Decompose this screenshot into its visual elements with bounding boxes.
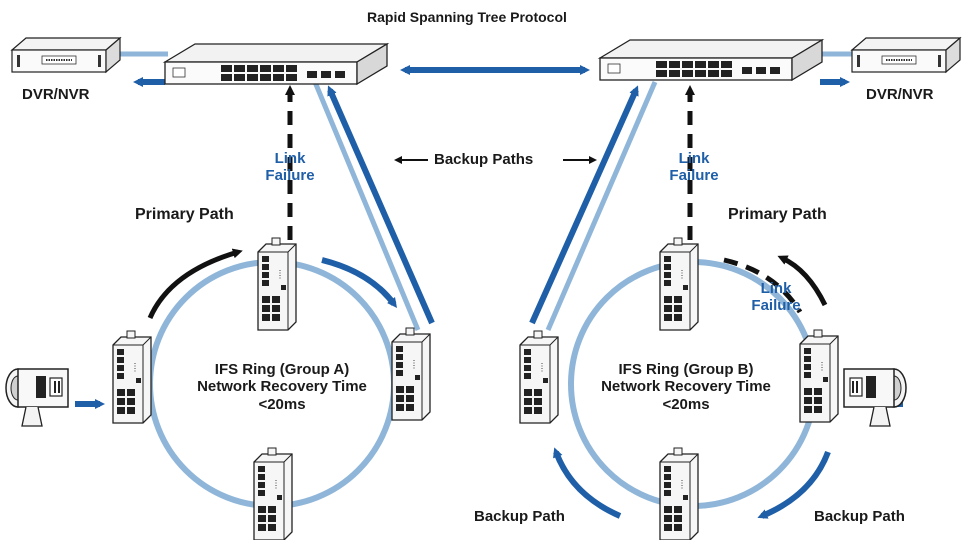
link-failure-b-line2: Failure xyxy=(669,167,719,185)
dvr-recorder-icon-left xyxy=(11,37,121,73)
link-failure-ring-line1: Link xyxy=(760,280,792,297)
primary-path-arrow-a xyxy=(147,248,243,320)
primary-path-arrow-b xyxy=(777,255,828,307)
ring-b-backup-arrow-right xyxy=(757,450,831,519)
dvr-label-right: DVR/NVR xyxy=(866,86,934,103)
link-failure-ring-line2: Failure xyxy=(751,297,801,315)
backup-uplink-arrow-b xyxy=(529,85,639,325)
industrial-switch-icon-a-bottom xyxy=(253,447,293,540)
link-failure-label-ring-b: Link Failure xyxy=(744,280,808,315)
ring-b-time: <20ms xyxy=(662,395,710,413)
link-failure-a-line2: Failure xyxy=(265,167,315,185)
cable-rack-left-to-ring-a xyxy=(312,81,421,331)
ring-a-time: <20ms xyxy=(258,395,306,413)
network-switch-icon-left xyxy=(164,43,388,85)
cable-rack-right-to-ring-b xyxy=(545,81,658,331)
backup-paths-label: Backup Paths xyxy=(434,151,534,168)
link-failure-label-a: Link Failure xyxy=(258,150,322,185)
ring-b-backup-arrow-left xyxy=(553,447,622,519)
diagram-title: Rapid Spanning Tree Protocol xyxy=(367,9,567,25)
industrial-switch-icon-a-right xyxy=(391,327,431,421)
link-failure-b-line1: Link xyxy=(678,150,710,167)
primary-path-label-a: Primary Path xyxy=(135,206,234,223)
dvr-recorder-icon-right xyxy=(851,37,961,73)
industrial-switch-icon-a-left xyxy=(112,330,152,424)
industrial-switch-icon-b-bottom xyxy=(659,447,699,540)
failed-ring-link-b xyxy=(723,257,803,314)
dvr-label-left: DVR/NVR xyxy=(22,86,90,103)
industrial-switch-icon-b-left xyxy=(519,330,559,424)
camera-icon-right xyxy=(843,368,907,427)
industrial-switch-icon-b-right xyxy=(799,329,839,423)
ring-a-label: IFS Ring (Group A) Network Recovery Time… xyxy=(182,361,382,413)
link-failure-label-b: Link Failure xyxy=(662,150,726,185)
industrial-switch-icon-a-top xyxy=(257,237,297,331)
ring-b-name: IFS Ring (Group B) xyxy=(618,361,754,378)
backup-path-label-right: Backup Path xyxy=(814,508,905,525)
backup-path-label-left: Backup Path xyxy=(474,508,565,525)
ring-b-recovery: Network Recovery Time xyxy=(601,378,771,396)
network-switch-icon-right xyxy=(599,39,823,81)
camera-icon-left xyxy=(5,368,69,427)
backup-uplink-arrow-a xyxy=(327,85,435,325)
ring-a-recovery: Network Recovery Time xyxy=(197,378,367,396)
ring-a-flow-arrow xyxy=(321,257,398,308)
link-failure-a-line1: Link xyxy=(274,150,306,167)
industrial-switch-icon-b-top xyxy=(659,237,699,331)
primary-path-label-b: Primary Path xyxy=(728,206,827,223)
ring-b-label: IFS Ring (Group B) Network Recovery Time… xyxy=(586,361,786,413)
ring-a-name: IFS Ring (Group A) xyxy=(214,361,350,378)
